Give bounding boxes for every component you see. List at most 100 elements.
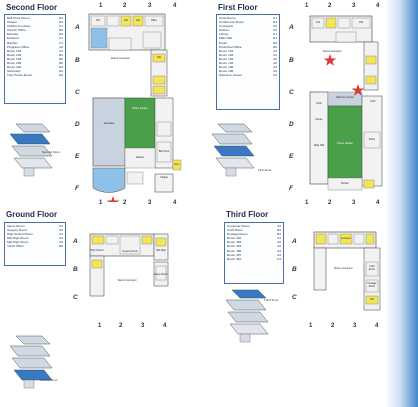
ground-floor-stack-diagram [9,335,53,389]
first-courtyard-label: Interior Courtyard [322,49,342,53]
first-col-2: 2 [328,3,332,9]
first-row-D: D [289,121,294,128]
directory-entry-name: Sanctuary [7,69,21,74]
directory-entry-code: A3 [277,244,281,249]
second-col-3: 3 [148,3,152,9]
directory-entry-code: E4 [59,73,63,78]
directory-entry: Room 310 C4 [227,257,281,261]
directory-entry-code: A4 [273,69,277,74]
directory-entry-name: Narthex [7,40,18,45]
directory-entry-code: C4 [277,256,281,261]
directory-entry-code: E4 [59,20,63,25]
directory-entry-name: Craft Room [227,228,243,233]
directory-entry-name: Programs Office [7,44,30,49]
directory-entry-name: Room 220 [7,65,22,70]
second-room-220-label: 220 [157,55,161,59]
directory-entry-name: Room 202 [7,52,22,57]
directory-entry-name: Room 104 [219,61,234,66]
ground-col-1: 1 [98,323,102,329]
ground-courtyard-label: Interior Courtyard [117,278,137,282]
directory-entry-code: A2 [273,56,277,61]
first-kitchen-label: Kitchen [341,181,349,185]
directory-entry-code: D4 [59,16,63,20]
directory-entry-code: B4 [277,232,281,237]
directory-entry-code: A2 [273,61,277,66]
directory-entry-name: Room 310 [227,256,242,261]
second-elevator-label: Elev [174,162,180,166]
directory-entry-code: A2 [277,240,281,245]
directory-entry-code: A3 [59,44,63,49]
directory-entry: Library C1 [219,32,277,36]
second-courtyard-label: Interior Courtyard [110,56,130,60]
directory-entry-code: F3 [273,28,277,33]
directory-entry-name: Gregory Room [7,228,28,233]
first-library-label: Library [315,117,323,121]
directory-entry-name: Room 101 [219,48,234,53]
ground-highschool-label: High School [90,248,104,252]
second-col-4: 4 [173,3,177,9]
directory-entry-name: Room 302 [227,240,242,245]
ground-row-B: B [73,266,78,273]
directory-entry-name: Room 205 [7,61,22,66]
directory-entry-name: High School Room [7,232,33,237]
directory-entry-code: A3 [277,248,281,253]
directory-entry: Programs Office A3 [7,45,63,49]
second-floor-stack-diagram [9,123,53,177]
directory-entry-code: E4 [59,32,63,37]
directory-entry-name: Entrance [7,36,20,41]
directory-entry-code: F1 [59,40,63,45]
second-floor-plan [88,13,182,202]
third-computer-label: Computer [340,236,352,240]
directory-entry-name: Youth Office [7,244,24,249]
second-col-1-bottom: 1 [99,200,103,206]
second-row-A: A [75,24,80,31]
directory-entry-code: B4 [59,28,63,33]
first-choir-label: Choir [316,101,322,105]
directory-entry: Room 302 A2 [227,240,281,244]
third-courtyard-label: Interior Courtyard [333,266,353,270]
second-col-2: 2 [123,3,127,9]
third-row-A: A [292,238,297,245]
second-narthex-label: Narthex [135,155,145,159]
second-office-label: Office [150,18,158,22]
directory-entry-name: Room 103 [219,56,234,61]
directory-entry-name: Parlor [219,40,228,45]
directory-entry-code: A3 [59,228,63,233]
second-col-3-bottom: 3 [148,200,152,206]
second-col-4-bottom: 4 [173,200,177,206]
third-row-B: B [292,266,297,273]
directory-entry-name: Preschool Office [219,44,242,49]
ground-col-3: 3 [141,323,145,329]
first-col-2-bottom: 2 [328,200,332,206]
first-row-A: A [289,24,294,31]
directory-entry-code: B4 [277,228,281,233]
directory-entry-name: Room 201 [7,48,22,53]
directory-entry-code: C2 [273,24,277,29]
first-welcome-label: Welcome Center [336,95,354,99]
directory-entry-code: B1 [59,52,63,57]
second-col-1: 1 [99,3,103,9]
directory-entry-name: Library [219,32,229,37]
ground-floor-stack-caption: Ground Floor [40,378,58,382]
third-heritage-label: Heritage Room [367,282,377,288]
second-chapel-label: Chapel [160,175,168,179]
second-row-F: F [75,185,79,192]
directory-entry-code: C1 [273,32,277,37]
first-room-101-label: 101 [316,20,320,24]
third-floor-stack-caption: Third Floor [264,298,279,302]
directory-entry-code: A4 [59,236,63,241]
